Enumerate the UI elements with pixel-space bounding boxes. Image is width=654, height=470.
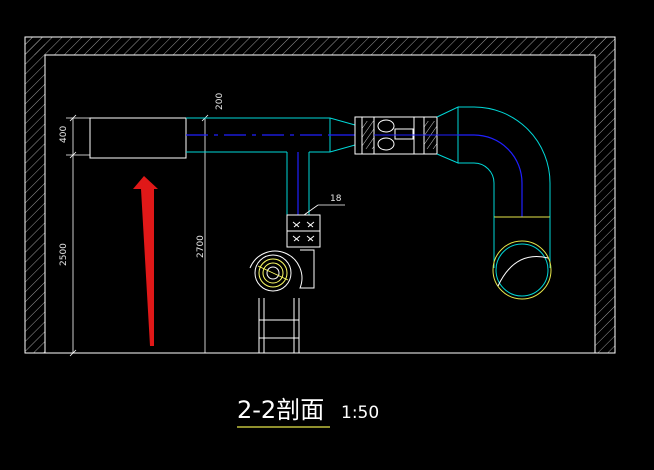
air-outlet-box xyxy=(89,117,187,159)
wall-inner-outline xyxy=(44,54,596,353)
dim-2700: 2700 xyxy=(196,235,206,258)
fan-support xyxy=(258,298,300,353)
wall-hatch-top xyxy=(25,37,615,55)
wall-outer-outline xyxy=(24,36,616,354)
main-duct xyxy=(186,117,356,153)
dim-18: 18 xyxy=(330,194,342,204)
drawing-title: 2-2剖面 xyxy=(237,396,324,424)
duct-elbow xyxy=(436,106,552,300)
centrifugal-fan xyxy=(249,246,315,292)
room-walls xyxy=(24,36,616,354)
drawing-title-block: 2-2剖面 1:50 xyxy=(237,396,379,428)
dimension-texts: 400 2500 200 2700 18 xyxy=(59,93,342,266)
dim-200: 200 xyxy=(215,93,225,110)
dim-400: 400 xyxy=(59,126,69,143)
damper-box xyxy=(286,204,345,248)
branch-duct xyxy=(286,152,310,215)
dim-2500: 2500 xyxy=(59,243,69,266)
wall-hatch-right xyxy=(595,37,615,353)
dimension-lines xyxy=(66,114,210,357)
drawing-scale: 1:50 xyxy=(341,403,379,423)
red-arrow-icon xyxy=(133,176,158,346)
wall-hatch-left xyxy=(25,37,45,353)
inline-equipment xyxy=(354,116,438,155)
